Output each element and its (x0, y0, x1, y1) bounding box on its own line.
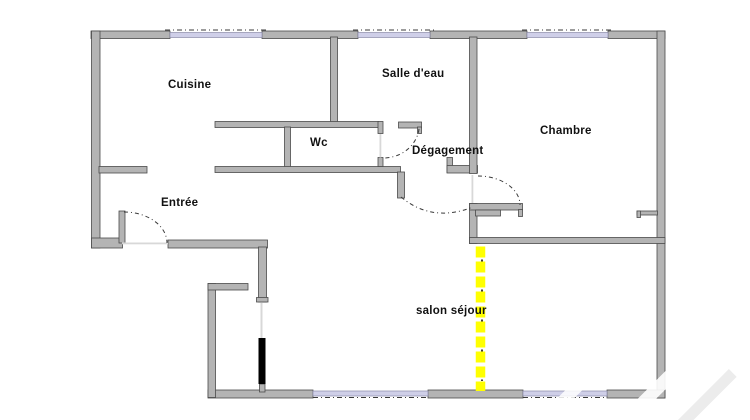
interior-walls-layer (98, 36, 666, 384)
room-label-salle-deau: Salle d'eau (382, 68, 445, 80)
room-label-chambre: Chambre (540, 125, 592, 137)
room-label-salon-sejour: salon séjour (416, 305, 487, 317)
watermark-glint (553, 373, 591, 411)
window (357, 32, 431, 38)
room-label-wc: Wc (310, 137, 328, 149)
watermark-stripe (668, 369, 737, 420)
window (169, 32, 263, 38)
window (312, 390, 429, 397)
entry-door-arc (123, 211, 168, 244)
black-door-marker (258, 338, 266, 384)
door-arcs-layer (123, 128, 521, 244)
highlight-layer (475, 246, 486, 391)
watermark-layer (553, 347, 737, 420)
opening-line (260, 303, 263, 338)
chambre-door-arc (477, 175, 521, 206)
windows-layer (165, 29, 613, 398)
chambre-door-opening-line (471, 175, 474, 203)
room-label-cuisine: Cuisine (168, 79, 212, 91)
watermark-glint (618, 347, 699, 420)
degagement-door-arc (400, 196, 474, 214)
room-label-degagement: Dégagement (412, 145, 484, 157)
room-label-entree: Entrée (161, 197, 199, 209)
wc-open-door-line (379, 134, 382, 158)
window (526, 32, 609, 38)
entry-threshold-line (122, 242, 168, 245)
salle-deau-door-arc (383, 128, 420, 159)
